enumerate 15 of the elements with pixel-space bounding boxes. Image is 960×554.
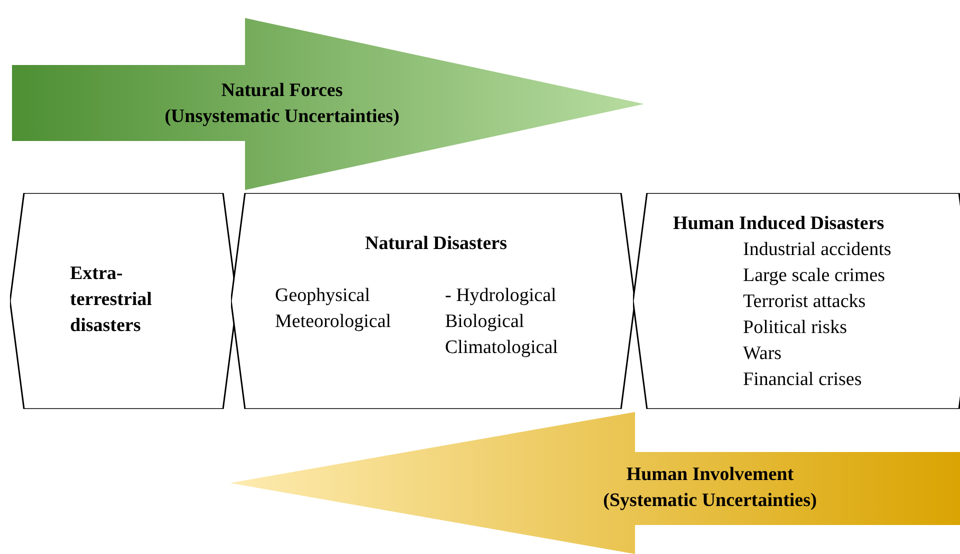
list-item: Political risks: [743, 316, 848, 340]
list-item: Terrorist attacks: [743, 290, 867, 314]
heading: Human Involvement: [625, 463, 795, 487]
list-item: Financial crises: [743, 368, 863, 392]
list-item: Wars: [743, 342, 783, 366]
list-item: Large scale crimes: [743, 264, 886, 288]
heading: Extra-terrestrial disasters: [70, 262, 153, 338]
list-item: - Hydrological Biological Climatological: [445, 284, 559, 360]
subheading: (Unsystematic Uncertainties): [164, 105, 400, 129]
subheading: (Systematic Uncertainties): [602, 489, 818, 513]
heading: Human Induced Disasters: [673, 212, 886, 236]
heading: Natural Forces: [220, 79, 344, 103]
heading: Natural Disasters: [364, 232, 508, 256]
list-item: Geophysical Meteorological: [275, 284, 392, 334]
list-item: Industrial accidents: [743, 238, 892, 262]
